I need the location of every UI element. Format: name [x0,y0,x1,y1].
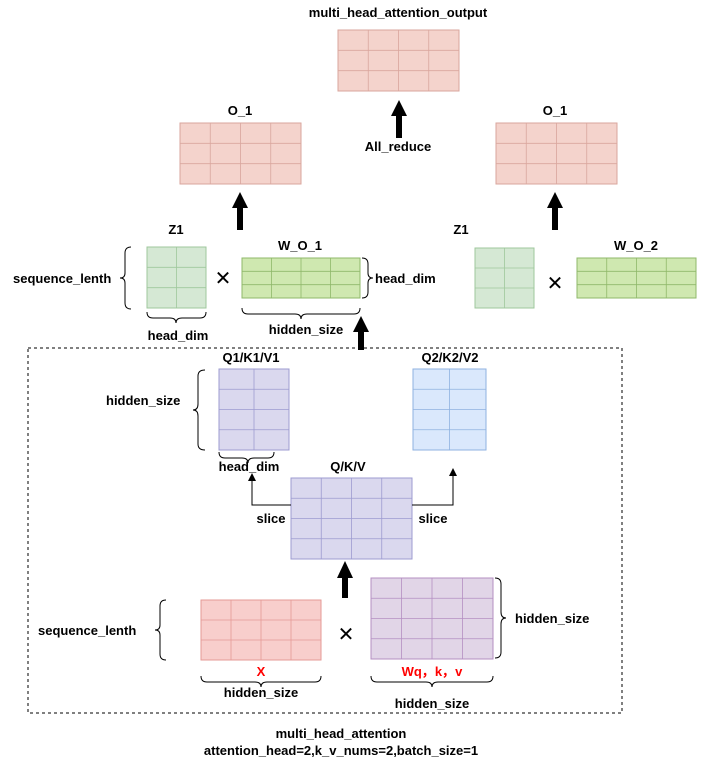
matrix-o1-right [495,122,618,185]
arrow-up-left-output [232,192,248,230]
seq-len-top-label: sequence_lenth [13,271,111,286]
matrix-o1-left [179,122,302,185]
matrix-q1k1v1 [218,368,290,451]
head-dim-q1-label: head_dim [219,459,280,474]
matrix-q2k2v2 [412,368,487,451]
arrow-up-to-wo [353,316,369,350]
brace-seq-len-top [119,246,132,310]
slice-left-label: slice [257,511,286,526]
matrix-wqkv [370,577,494,660]
x-label: X [257,664,266,679]
head-dim-right-label: head_dim [375,271,436,286]
footer-params: attention_head=2,k_v_nums=2,batch_size=1 [204,743,478,758]
hidden-size-x-label: hidden_size [224,685,298,700]
all-reduce-label: All_reduce [365,139,431,154]
q2k2v2-label: Q2/K2/V2 [421,350,478,365]
seq-len-x-label: sequence_lenth [38,623,136,638]
hidden-size-wo-label: hidden_size [269,322,343,337]
q1k1v1-label: Q1/K1/V1 [222,350,279,365]
brace-hidden-size-wo [241,307,361,320]
footer-title: multi_head_attention [276,726,407,741]
brace-hidden-size-q1 [192,369,206,451]
multi-head-attention-region [27,347,623,714]
qkv-label: Q/K/V [330,459,366,474]
o1-right-label: O_1 [543,103,568,118]
hidden-size-q1-label: hidden_size [106,393,180,408]
arrow-up-right-output [547,192,563,230]
output-title: multi_head_attention_output [309,5,488,20]
head-dim-bottom-label: head_dim [148,328,209,343]
all-reduce-arrow [391,100,407,138]
o1-left-label: O_1 [228,103,253,118]
brace-head-dim-bottom [146,311,207,324]
matrix-z1-right [474,247,535,309]
arrow-up-to-qkv [337,561,353,598]
wqkv-label: Wq，k，v [402,664,463,679]
matrix-wo1 [241,257,361,299]
matrix-z1-left [146,246,207,309]
wo1-label: W_O_1 [278,238,322,253]
slice-arrow-right [412,468,457,506]
brace-hidden-size-w-right [494,577,507,659]
multiply-icon-top-left: ✕ [215,266,232,290]
hidden-size-w-right-label: hidden_size [515,611,589,626]
multiply-icon-bottom: ✕ [338,622,355,646]
matrix-wo2 [576,257,697,299]
brace-hidden-size-x [200,675,322,688]
wo2-label: W_O_2 [614,238,658,253]
matrix-output [337,29,460,92]
brace-seq-len-x [154,599,167,661]
multiply-icon-top-right: ✕ [547,271,564,295]
brace-hidden-size-w-bottom [370,675,494,688]
hidden-size-w-label: hidden_size [395,696,469,711]
z1-right-label: Z1 [453,222,468,237]
slice-arrow-left [248,473,291,506]
matrix-x [200,599,322,661]
brace-head-dim-right [361,257,374,299]
slice-right-label: slice [419,511,448,526]
brace-head-dim-q1 [218,451,275,464]
matrix-qkv [290,477,413,560]
z1-left-label: Z1 [168,222,183,237]
